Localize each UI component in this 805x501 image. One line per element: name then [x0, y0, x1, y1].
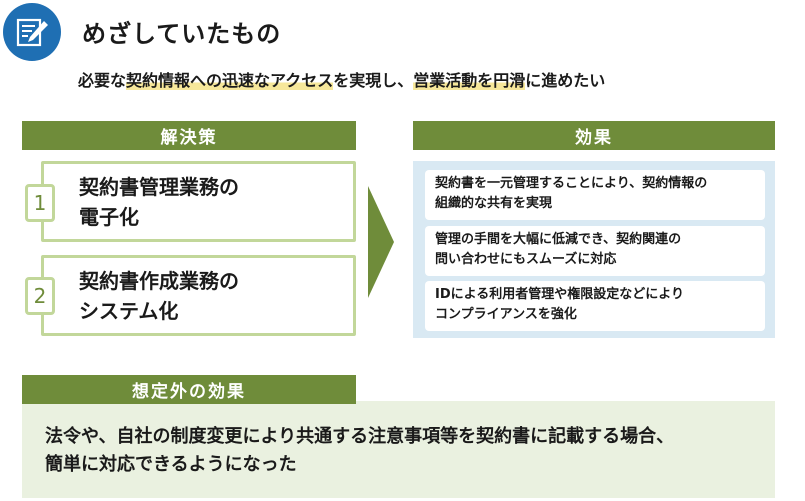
goal-highlight-1: 契約情報への迅速なアクセス	[126, 71, 334, 90]
solution-1-line-1: 契約書管理業務の	[79, 175, 239, 199]
unexpected-line-2: 簡単に対応できるようになった	[45, 454, 297, 475]
unexpected-line-1: 法令や、自社の制度変更により共通する注意事項等を契約書に記載する場合、	[45, 426, 675, 447]
solutions-header: 解決策	[22, 121, 356, 150]
effect-3-line-2: コンプライアンスを強化	[435, 307, 577, 322]
effect-item-3: IDによる利用者管理や権限設定などにより コンプライアンスを強化	[425, 281, 765, 331]
goal-part-1: 必要な	[78, 71, 127, 90]
solution-number-2: 2	[25, 277, 55, 315]
unexpected-effect-text: 法令や、自社の制度変更により共通する注意事項等を契約書に記載する場合、 簡単に対…	[45, 423, 674, 479]
effect-1-line-1: 契約書を一元管理することにより、契約情報の	[435, 176, 708, 191]
document-pencil-icon	[3, 3, 61, 61]
solution-2-line-1: 契約書作成業務の	[79, 269, 239, 293]
solution-text-2: 契約書作成業務の システム化	[79, 266, 239, 326]
effect-2-line-1: 管理の手間を大幅に低減でき、契約関連の	[435, 232, 682, 247]
solution-text-1: 契約書管理業務の 電子化	[79, 172, 239, 232]
effect-2-line-2: 問い合わせにもスムーズに対応	[435, 252, 617, 267]
goal-part-2: を実現し、	[333, 71, 414, 90]
right-triangle-arrow-icon	[368, 186, 394, 298]
unexpected-effect-box	[22, 401, 775, 498]
solution-number-1: 1	[25, 184, 55, 222]
effect-item-1: 契約書を一元管理することにより、契約情報の 組織的な共有を実現	[425, 170, 765, 220]
effect-item-2: 管理の手間を大幅に低減でき、契約関連の 問い合わせにもスムーズに対応	[425, 226, 765, 276]
effect-3-line-1: IDによる利用者管理や権限設定などにより	[435, 287, 684, 302]
goal-statement: 必要な契約情報への迅速なアクセスを実現し、営業活動を円滑に進めたい	[78, 67, 605, 91]
goal-part-3: に進めたい	[525, 71, 606, 90]
solution-1-line-2: 電子化	[79, 205, 139, 229]
effect-1-line-2: 組織的な共有を実現	[435, 196, 553, 211]
unexpected-effect-header: 想定外の効果	[22, 375, 356, 404]
solution-item-1	[41, 161, 356, 242]
page-title: めざしていたもの	[82, 20, 282, 48]
solution-2-line-2: システム化	[79, 299, 179, 323]
effects-header: 効果	[413, 121, 775, 150]
goal-highlight-2: 営業活動を円滑	[413, 71, 526, 90]
